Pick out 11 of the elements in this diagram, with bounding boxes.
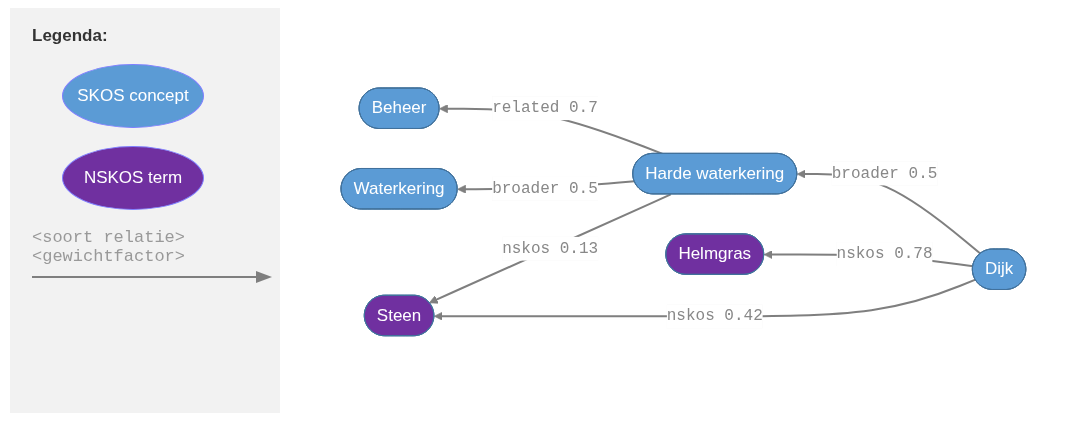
arrow (429, 193, 672, 304)
edge-label: nskos 0.13 (502, 239, 599, 258)
edge-label: related 0.7 (492, 98, 598, 117)
edge-label: broader 0.5 (831, 164, 938, 183)
legend-text: <soort relatie> <gewichtfactor> (32, 228, 187, 266)
legend-heading: Legenda: (32, 26, 109, 46)
edge-label: nskos 0.78 (836, 244, 933, 263)
edge-label: nskos 0.42 (666, 306, 763, 325)
legend-swatch: NSKOS term (62, 146, 204, 210)
legend-swatch: SKOS concept (62, 64, 204, 128)
edge-label: broader 0.5 (492, 179, 598, 198)
